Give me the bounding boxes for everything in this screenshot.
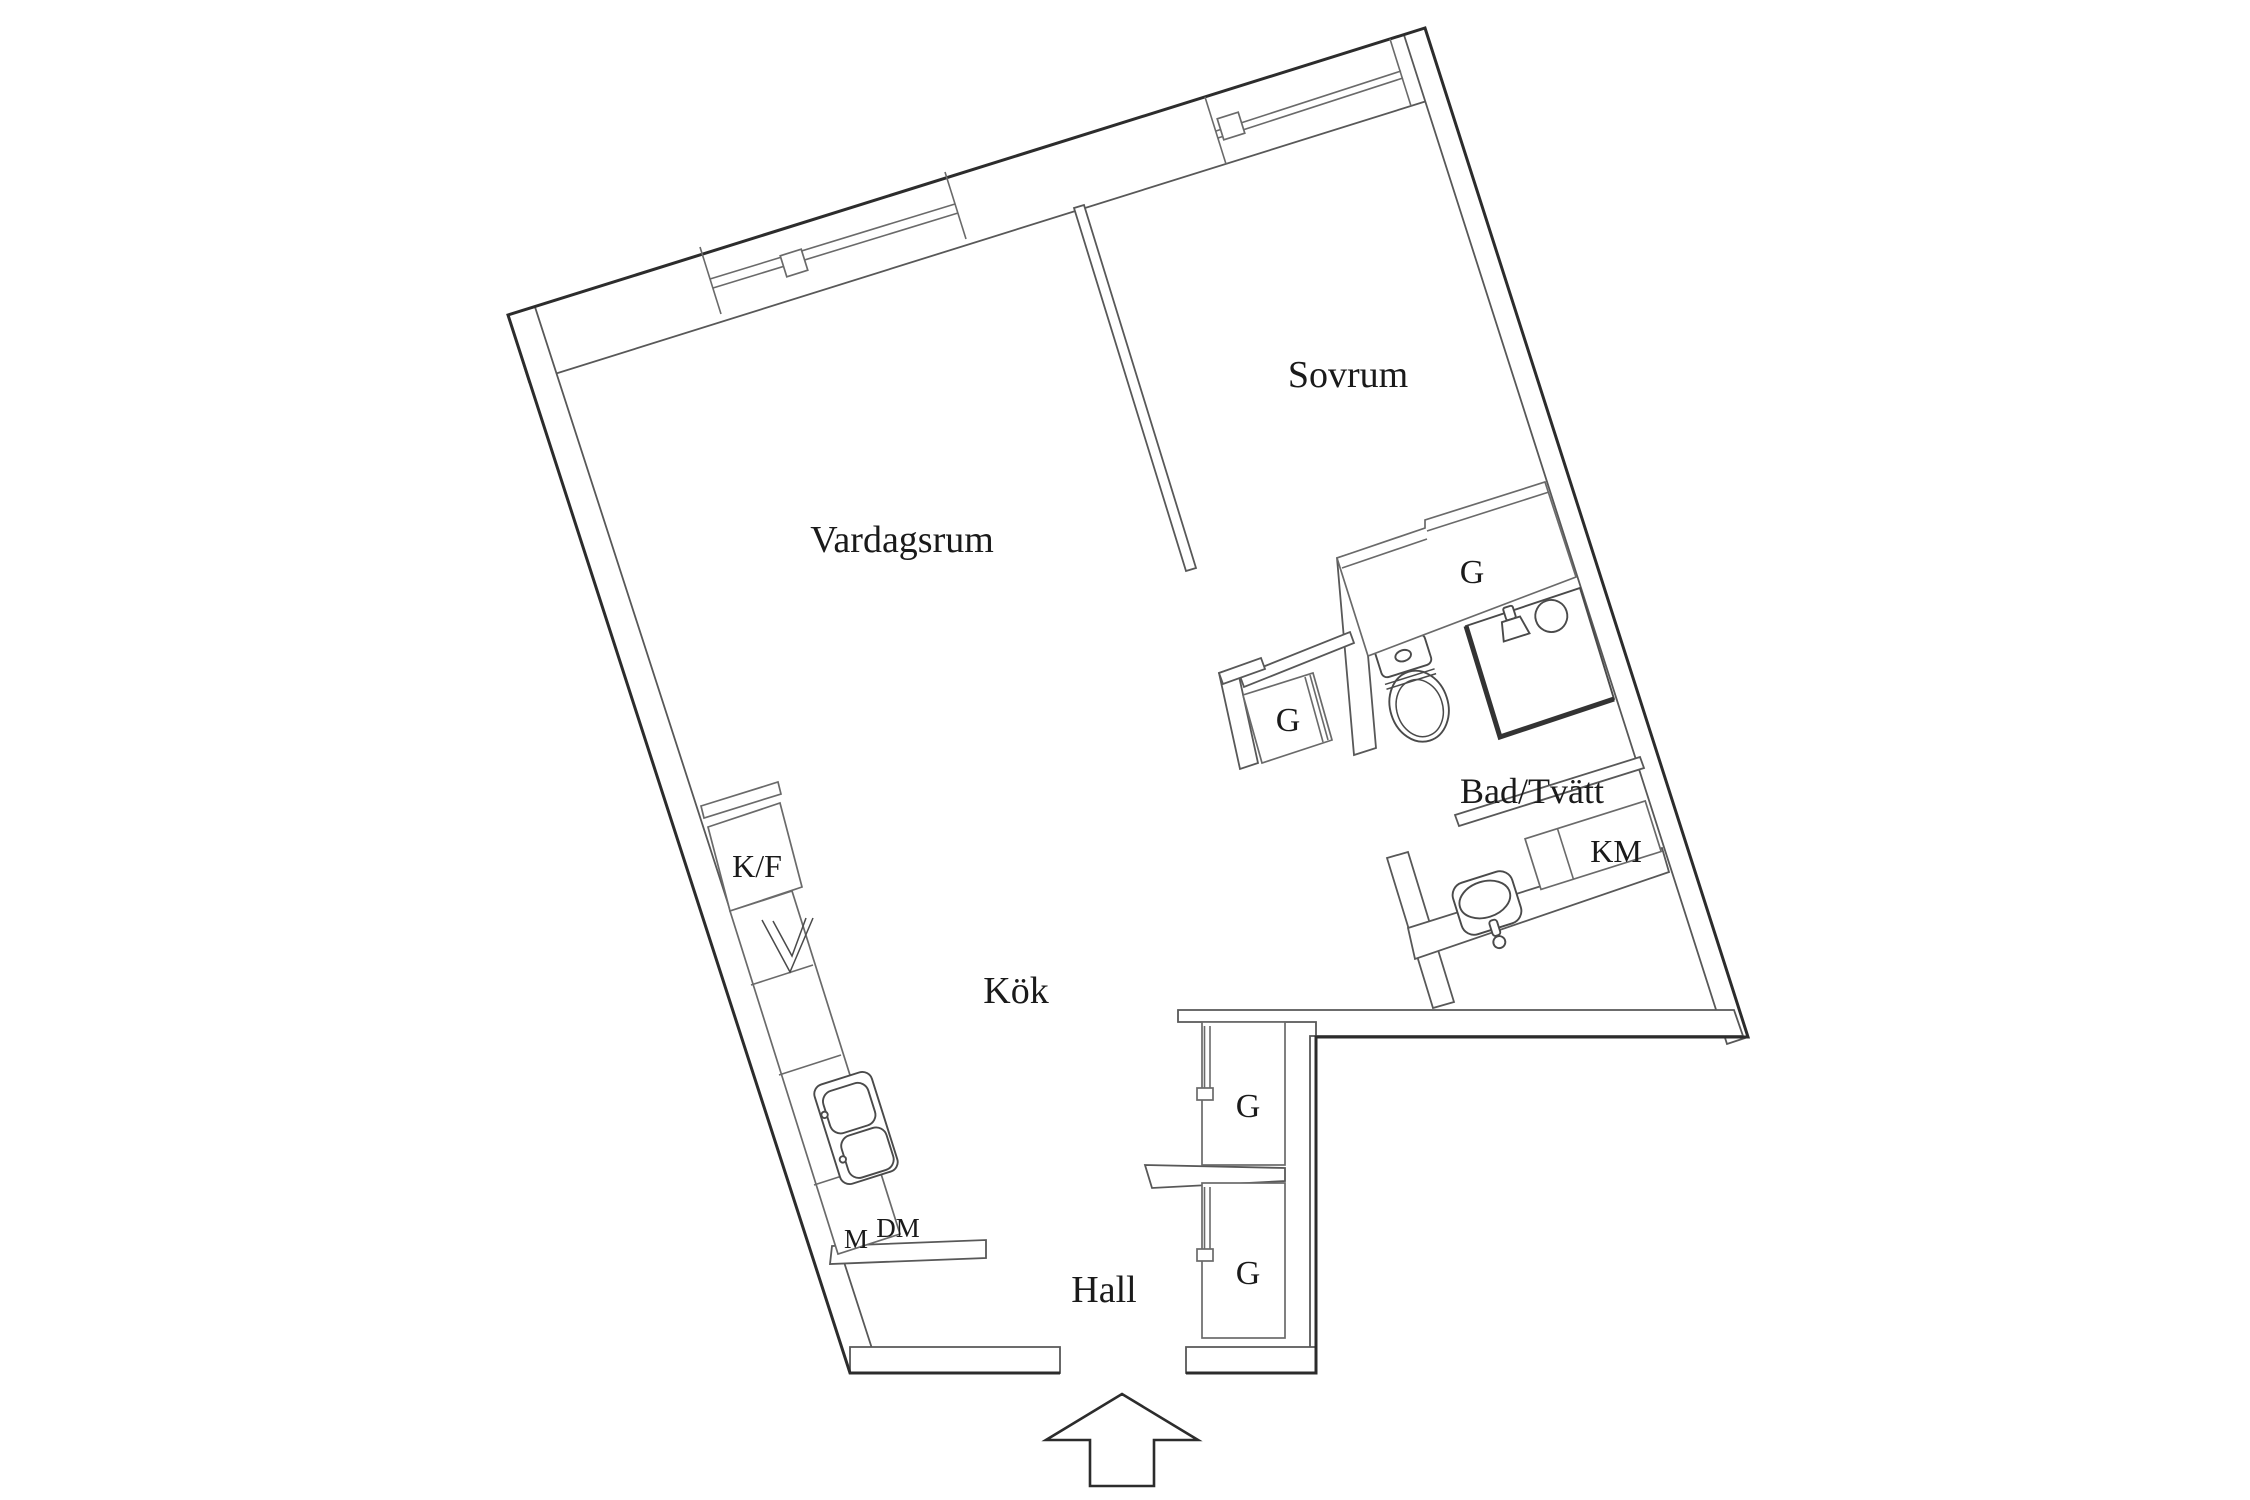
stove-icon <box>761 917 814 974</box>
kitchen-hall-divider-wall <box>828 1239 987 1265</box>
walls <box>506 26 1751 1375</box>
bathroom-wardrobe <box>1241 671 1334 765</box>
wardrobe-label-hall-lower: G <box>1236 1255 1261 1292</box>
washing-machine-box <box>1523 799 1663 891</box>
kitchen-fixtures <box>699 780 902 1256</box>
window-icon <box>1204 38 1412 165</box>
labels: Sovrum Vardagsrum Kök Hall Bad/Tvätt G G… <box>732 354 1642 1311</box>
appliance-label-washing-machine: KM <box>1590 833 1642 869</box>
entrance-arrow-icon <box>1041 1392 1203 1488</box>
washing-machine-niche-wall <box>1453 755 1646 828</box>
shelf-above-fridge <box>699 780 783 820</box>
room-label-kitchen: Kök <box>983 970 1048 1012</box>
room-label-bathroom: Bad/Tvätt <box>1460 771 1604 811</box>
room-label-living-room: Vardagsrum <box>810 519 994 561</box>
bedroom-wardrobe <box>1335 480 1578 658</box>
hall-wardrobe-lower <box>1196 1182 1286 1339</box>
wardrobes <box>1196 480 1578 1339</box>
toilet-closet-stub-cap <box>1217 656 1267 686</box>
room-label-bedroom: Sovrum <box>1288 354 1408 396</box>
bedroom-livingroom-partition <box>1072 203 1198 573</box>
washbasin-icon <box>1451 870 1523 950</box>
appliance-label-fridge-freezer: K/F <box>732 848 782 884</box>
top-exterior-wall <box>506 26 1448 384</box>
windows <box>699 38 1412 315</box>
appliance-label-microwave: M <box>844 1224 868 1254</box>
left-exterior-wall <box>506 305 879 1375</box>
wardrobe-label-bathroom: G <box>1276 702 1301 739</box>
wardrobe-label-bedroom: G <box>1460 554 1485 591</box>
fridge-freezer-box <box>706 801 804 913</box>
hall-bottom-wall-right <box>1185 1346 1317 1374</box>
hall-wardrobe-upper <box>1196 1021 1286 1166</box>
kitchen-sink-icon <box>813 1070 899 1186</box>
toilet-niche-diagonal-wall <box>1238 630 1356 689</box>
shower-icon <box>1463 586 1616 741</box>
room-label-hall: Hall <box>1071 1269 1136 1311</box>
wardrobe-label-hall-upper: G <box>1236 1088 1261 1125</box>
hall-bottom-wall-left <box>849 1346 1061 1374</box>
toilet-icon <box>1374 633 1450 743</box>
counter-divider <box>750 964 814 986</box>
appliance-label-dishwasher: DM <box>876 1213 920 1243</box>
bathroom-fixtures <box>1374 586 1663 950</box>
counter-divider <box>778 1054 842 1076</box>
exterior-outline <box>506 26 1751 1375</box>
window-icon <box>699 171 967 315</box>
